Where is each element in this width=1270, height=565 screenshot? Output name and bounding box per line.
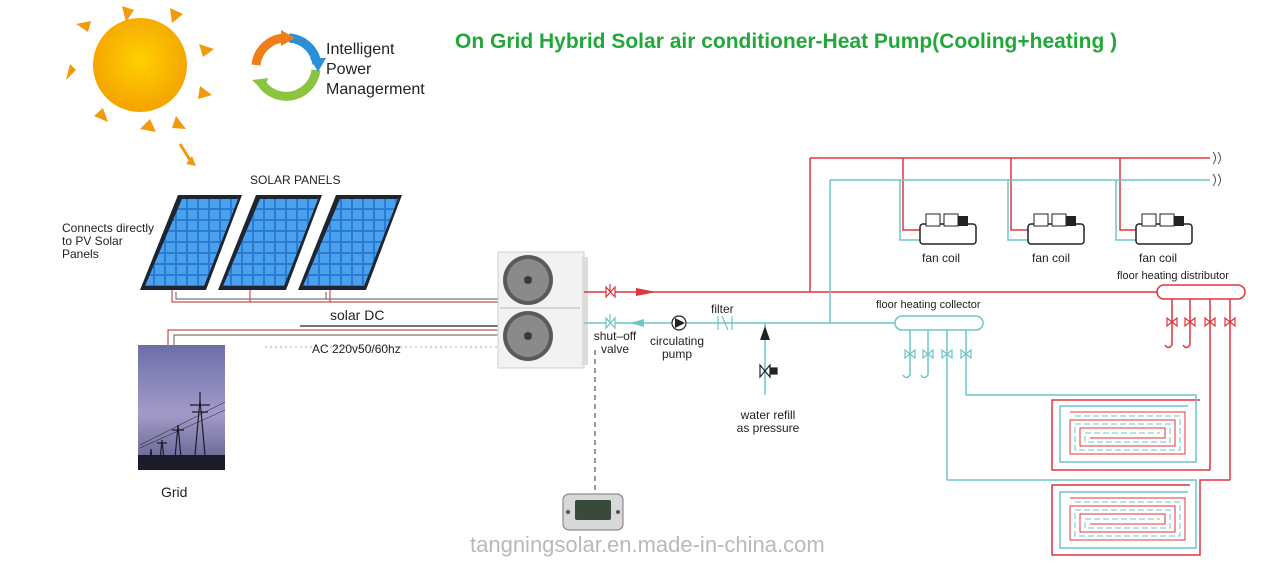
fan-coil-label-1: fan coil	[922, 251, 961, 265]
wired-controller-icon	[562, 493, 624, 531]
solar-dc-wire	[171, 290, 498, 327]
brand-line-3: Managerment	[326, 81, 425, 98]
sun-icon	[66, 6, 214, 132]
solar-panel-3	[298, 195, 402, 290]
power-management-logo-icon	[251, 30, 326, 101]
ac-supply-label: AC 220v50/60hz	[312, 342, 401, 356]
water-refill-valve-icon	[759, 326, 778, 379]
fan-coil-label-2: fan coil	[1032, 251, 1071, 265]
sunlight-arrow-icon	[178, 143, 196, 166]
refill-line-2: as pressure	[736, 421, 800, 435]
solar-panels	[140, 195, 402, 290]
refill-line-1: water refill	[740, 408, 796, 422]
solar-panels-label: SOLAR PANELS	[250, 173, 341, 187]
return-water-pipe	[584, 179, 1210, 549]
solar-dc-label: solar DC	[330, 307, 385, 323]
floor-heating-collector-label: floor heating collector	[876, 299, 981, 311]
heat-pump-outdoor-unit	[497, 251, 588, 369]
fan-coil-unit-2	[1027, 213, 1085, 245]
solar-panel-1	[140, 195, 242, 290]
fan-coil-unit-3	[1135, 213, 1193, 245]
pipe-break-marks	[1212, 151, 1221, 187]
circulating-pump-icon	[671, 315, 687, 331]
filter-icon	[717, 315, 733, 331]
shutoff-line-2: valve	[600, 342, 629, 356]
grid-label: Grid	[161, 484, 188, 500]
floor-heating-collector-icon	[894, 315, 984, 331]
brand-text: Intelligent Power Managerment	[326, 40, 425, 100]
collector-valves-icon	[904, 348, 972, 360]
connects-line-3: Panels	[62, 247, 99, 261]
return-flow-arrow-icon	[630, 319, 644, 327]
brand-line-1: Intelligent	[326, 41, 395, 58]
distributor-valves-icon	[1166, 316, 1236, 328]
return-shutoff-valve-icon	[605, 314, 616, 330]
fan-coil-label-3: fan coil	[1139, 251, 1178, 265]
water-refill-label: water refill as pressure	[728, 409, 808, 435]
grid-power-tower-image	[138, 345, 226, 470]
pump-line-1: circulating	[649, 334, 705, 348]
solar-panel-2	[218, 195, 322, 290]
filter-label: filter	[711, 302, 734, 316]
watermark: tangningsolar.en.made-in-china.com	[470, 532, 825, 557]
connects-line-2: to PV Solar	[62, 234, 123, 248]
floor-heating-loop-1	[1069, 411, 1186, 455]
connects-line-1: Connects directly	[62, 221, 155, 235]
pump-line-2: pump	[661, 347, 693, 361]
hot-water-pipe	[584, 157, 1231, 556]
connects-label: Connects directly to PV Solar Panels	[62, 222, 154, 261]
fan-coil-unit-1	[919, 213, 977, 245]
ac-wire	[167, 329, 498, 348]
page-title: On Grid Hybrid Solar air conditioner-Hea…	[455, 30, 1118, 53]
circulating-pump-label: circulating pump	[645, 335, 709, 361]
brand-line-2: Power	[326, 61, 372, 78]
floor-heating-distributor-label: floor heating distributor	[1117, 270, 1229, 282]
hot-flow-arrow-icon	[636, 288, 656, 296]
shutoff-line-1: shut–off	[593, 329, 637, 343]
floor-heating-loop-2	[1069, 497, 1186, 541]
hot-shutoff-valve-icon	[605, 284, 616, 299]
shutoff-valve-label: shut–off valve	[589, 330, 641, 356]
floor-heating-distributor-icon	[1156, 284, 1246, 300]
